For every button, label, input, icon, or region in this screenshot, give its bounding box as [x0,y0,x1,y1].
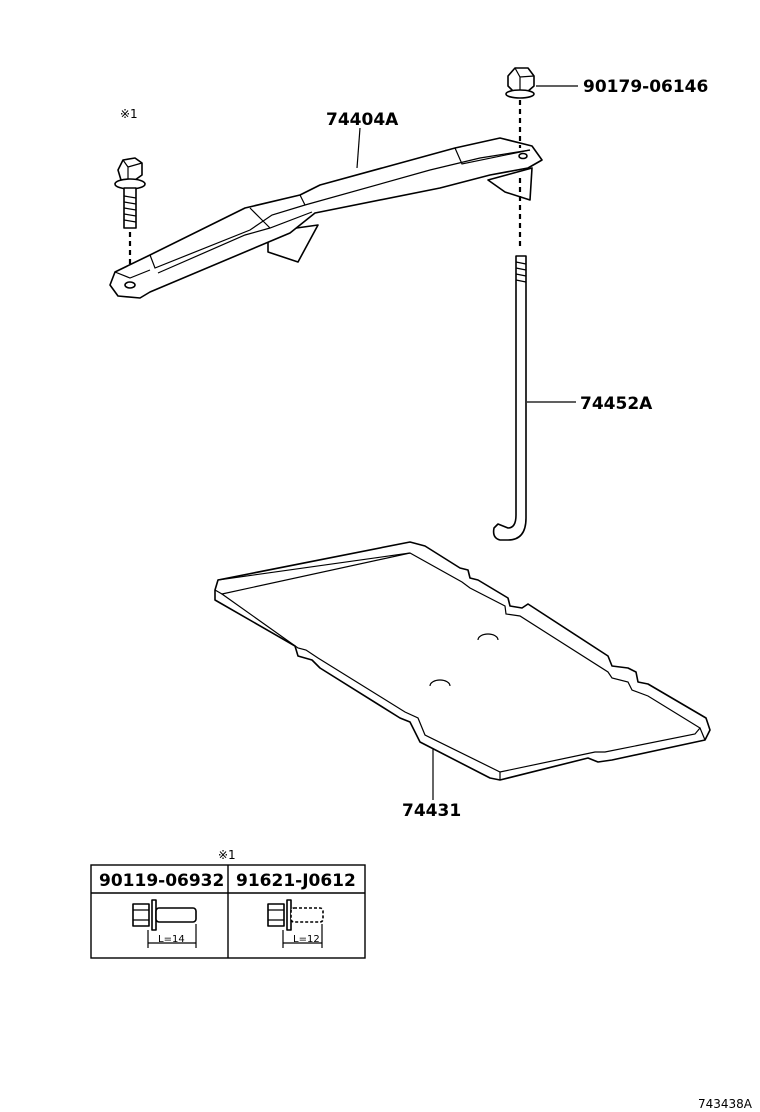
hold-down-rod-drawing: 74452A [492,255,653,541]
bolt-icon-1: L=14 [132,899,197,948]
bolt-note-mark: ※1 [120,107,138,121]
rod-part-label: 74452A [580,394,653,414]
nut-part-label: 90179-06146 [583,77,708,97]
table-length-1: L=14 [158,934,185,945]
table-part-no-1: 90119-06932 [99,871,224,891]
table-part-no-2: 91621-J0612 [236,871,356,891]
table-length-2: L=12 [293,934,320,945]
tray-part-label: 74431 [402,801,461,821]
battery-clamp-drawing: 74404A [109,110,543,299]
clamp-part-label: 74404A [326,110,399,130]
bolt-drawing: ※1 [114,107,146,272]
bolt-icon-2: L=12 [267,899,324,948]
nut-drawing: 90179-06146 [505,67,708,248]
battery-tray-drawing: 74431 [214,541,711,821]
diagram-code: 743438A [698,1097,753,1111]
bolt-reference-table: ※1 90119-06932 91621-J0612 L=14 L=12 [90,848,366,959]
table-note-mark: ※1 [218,848,236,862]
